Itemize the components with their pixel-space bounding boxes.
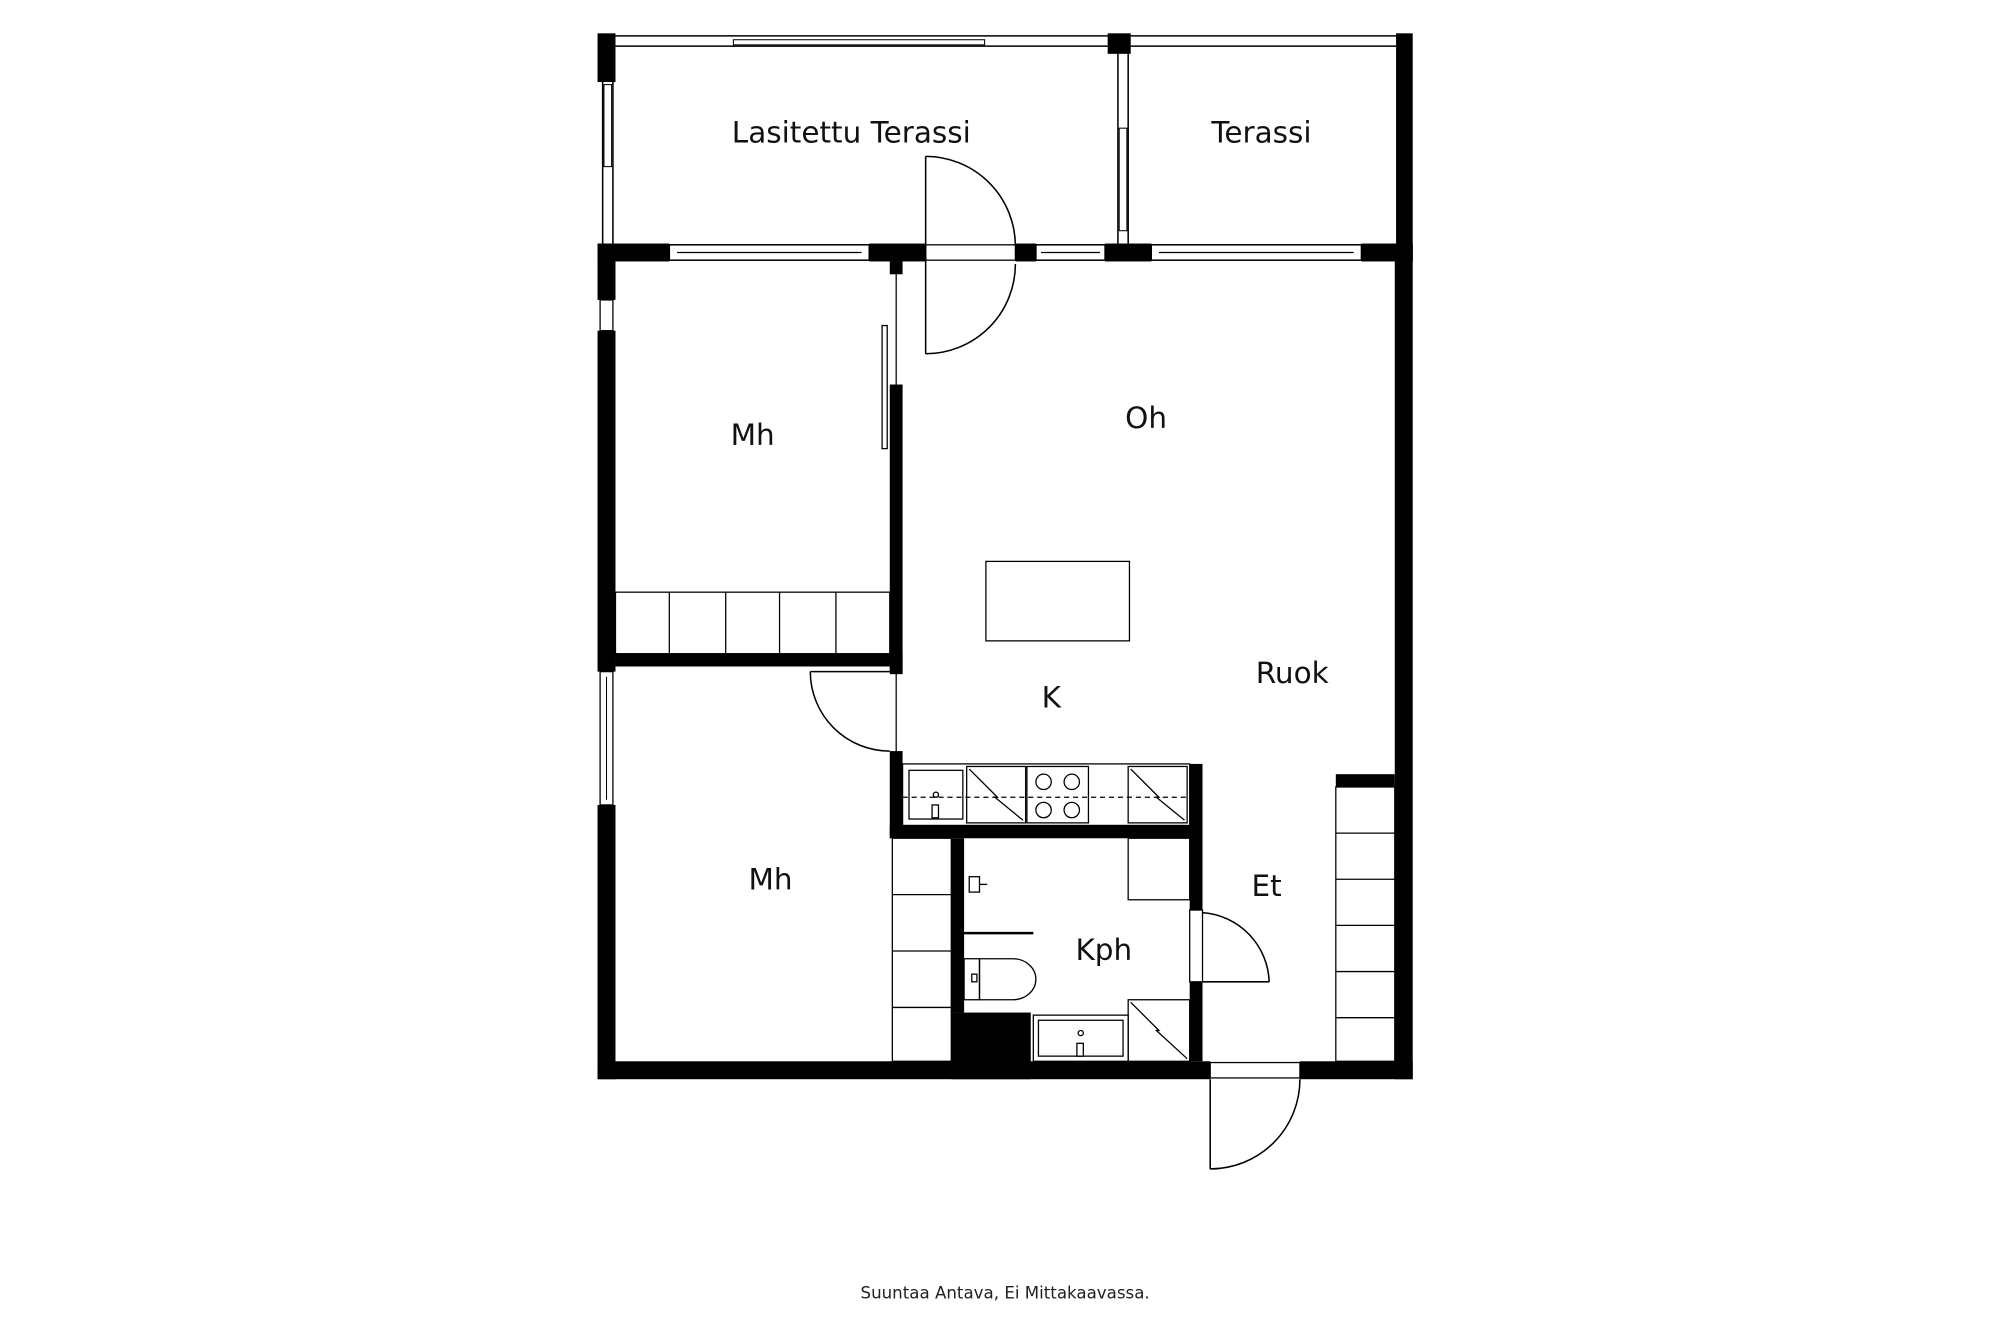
kitchen-counter <box>901 763 1191 827</box>
bedroom-door <box>809 670 890 752</box>
terrace-area <box>597 33 1413 262</box>
room-label-k: K <box>1042 681 1062 715</box>
interior-walls <box>615 261 1395 1062</box>
room-label-et: Et <box>1252 869 1282 903</box>
entry-wardrobe <box>1335 786 1396 1062</box>
room-label-kph: Kph <box>1075 933 1132 967</box>
terrace-door <box>924 155 1017 355</box>
footer-note: Suuntaa Antava, Ei Mittakaavassa. <box>861 1283 1150 1302</box>
room-label-terassi: Terassi <box>1210 115 1311 149</box>
terrace-wall <box>597 243 1413 262</box>
room-label-ruok: Ruok <box>1256 656 1329 690</box>
kitchen-island <box>985 560 1131 642</box>
room-label-oh: Oh <box>1125 401 1167 435</box>
room-label-mh-lower: Mh <box>749 863 793 897</box>
lower-bedroom-wardrobe <box>891 837 952 1062</box>
entrance-door <box>1209 1079 1301 1170</box>
bathroom-fixtures <box>963 837 1191 1062</box>
room-label-lasitettu-terassi: Lasitettu Terassi <box>732 115 971 149</box>
upper-bedroom-wardrobe <box>614 591 891 655</box>
bathroom-door <box>1202 911 1270 983</box>
outer-walls <box>597 243 1413 1080</box>
room-label-mh-upper: Mh <box>731 418 775 452</box>
